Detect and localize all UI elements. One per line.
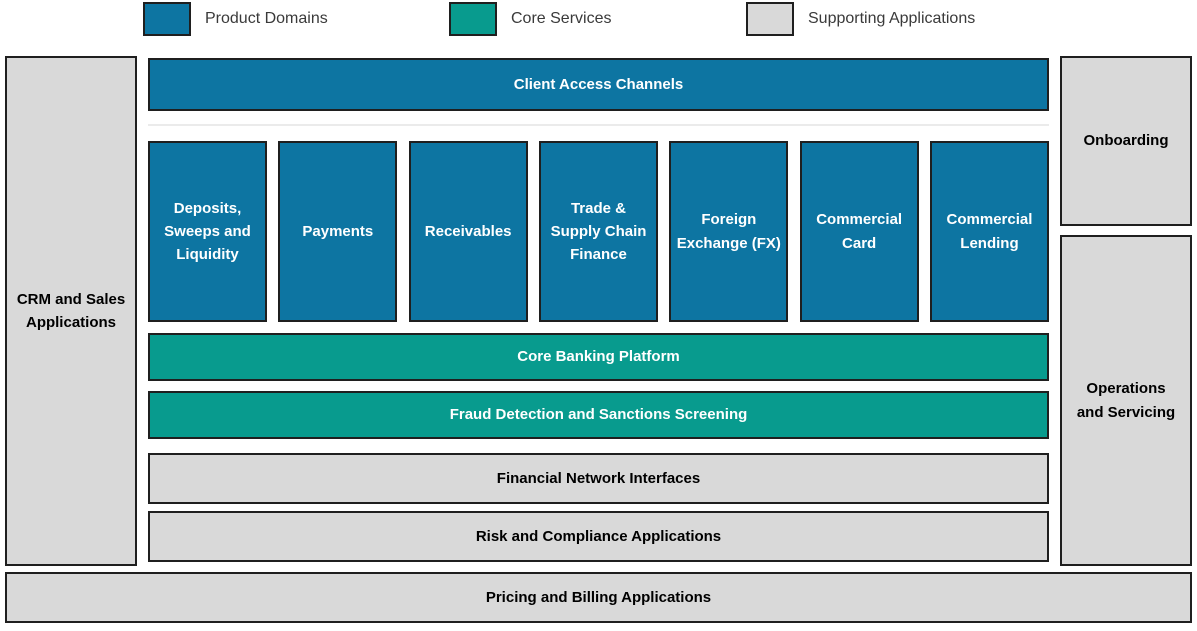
product-domains-row: Deposits, Sweeps and Liquidity Payments … [148,141,1049,322]
onboarding-box: Onboarding [1060,56,1192,226]
financial-network-interfaces-box: Financial Network Interfaces [148,453,1049,504]
supporting-applications-swatch-icon [746,2,794,36]
horizontal-divider [148,124,1049,126]
product-domain-box-trade-supply-chain-finance: Trade & Supply Chain Finance [538,141,658,322]
core-services-swatch-icon [449,2,497,36]
pricing-and-billing-applications-box: Pricing and Billing Applications [5,572,1192,623]
legend-item-product-domains: Product Domains [143,2,328,36]
legend-item-core-services: Core Services [449,2,611,36]
product-domains-swatch-icon [143,2,191,36]
legend-item-supporting-applications: Supporting Applications [746,2,975,36]
product-domain-box-commercial-card: Commercial Card [799,141,919,322]
core-banking-platform-box: Core Banking Platform [148,333,1049,381]
product-domain-box-payments: Payments [278,141,398,322]
legend-label-product-domains: Product Domains [205,10,328,27]
product-domain-box-deposits-sweeps-liquidity: Deposits, Sweeps and Liquidity [148,141,267,322]
operations-and-servicing-box: Operations and Servicing [1060,235,1192,566]
crm-and-sales-applications-box: CRM and Sales Applications [5,56,137,566]
legend-label-core-services: Core Services [511,10,612,27]
risk-and-compliance-applications-box: Risk and Compliance Applications [148,511,1049,562]
product-domain-box-receivables: Receivables [408,141,528,322]
product-domain-box-foreign-exchange: Foreign Exchange (FX) [669,141,789,322]
legend-label-supporting-applications: Supporting Applications [808,10,976,27]
fraud-detection-sanctions-screening-box: Fraud Detection and Sanctions Screening [148,391,1049,439]
product-domain-box-commercial-lending: Commercial Lending [929,141,1049,322]
client-access-channels-box: Client Access Channels [148,58,1049,111]
